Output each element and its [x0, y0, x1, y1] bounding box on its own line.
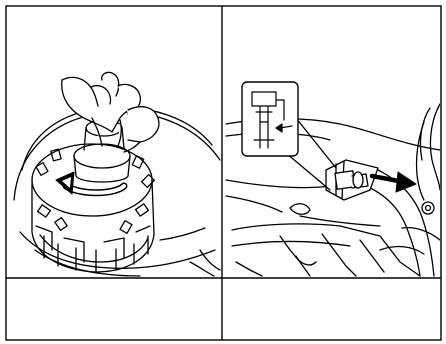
panel-right-hose-connector — [226, 82, 440, 276]
hand-illustration — [62, 72, 159, 152]
engine-lower-parts — [232, 202, 440, 276]
rotate-counterclockwise-arrow — [56, 172, 124, 194]
pull-right-arrow — [372, 172, 416, 192]
detail-inset — [242, 82, 298, 156]
cap-outer-ring — [32, 144, 154, 272]
panel-left-fuel-cap — [14, 72, 220, 276]
